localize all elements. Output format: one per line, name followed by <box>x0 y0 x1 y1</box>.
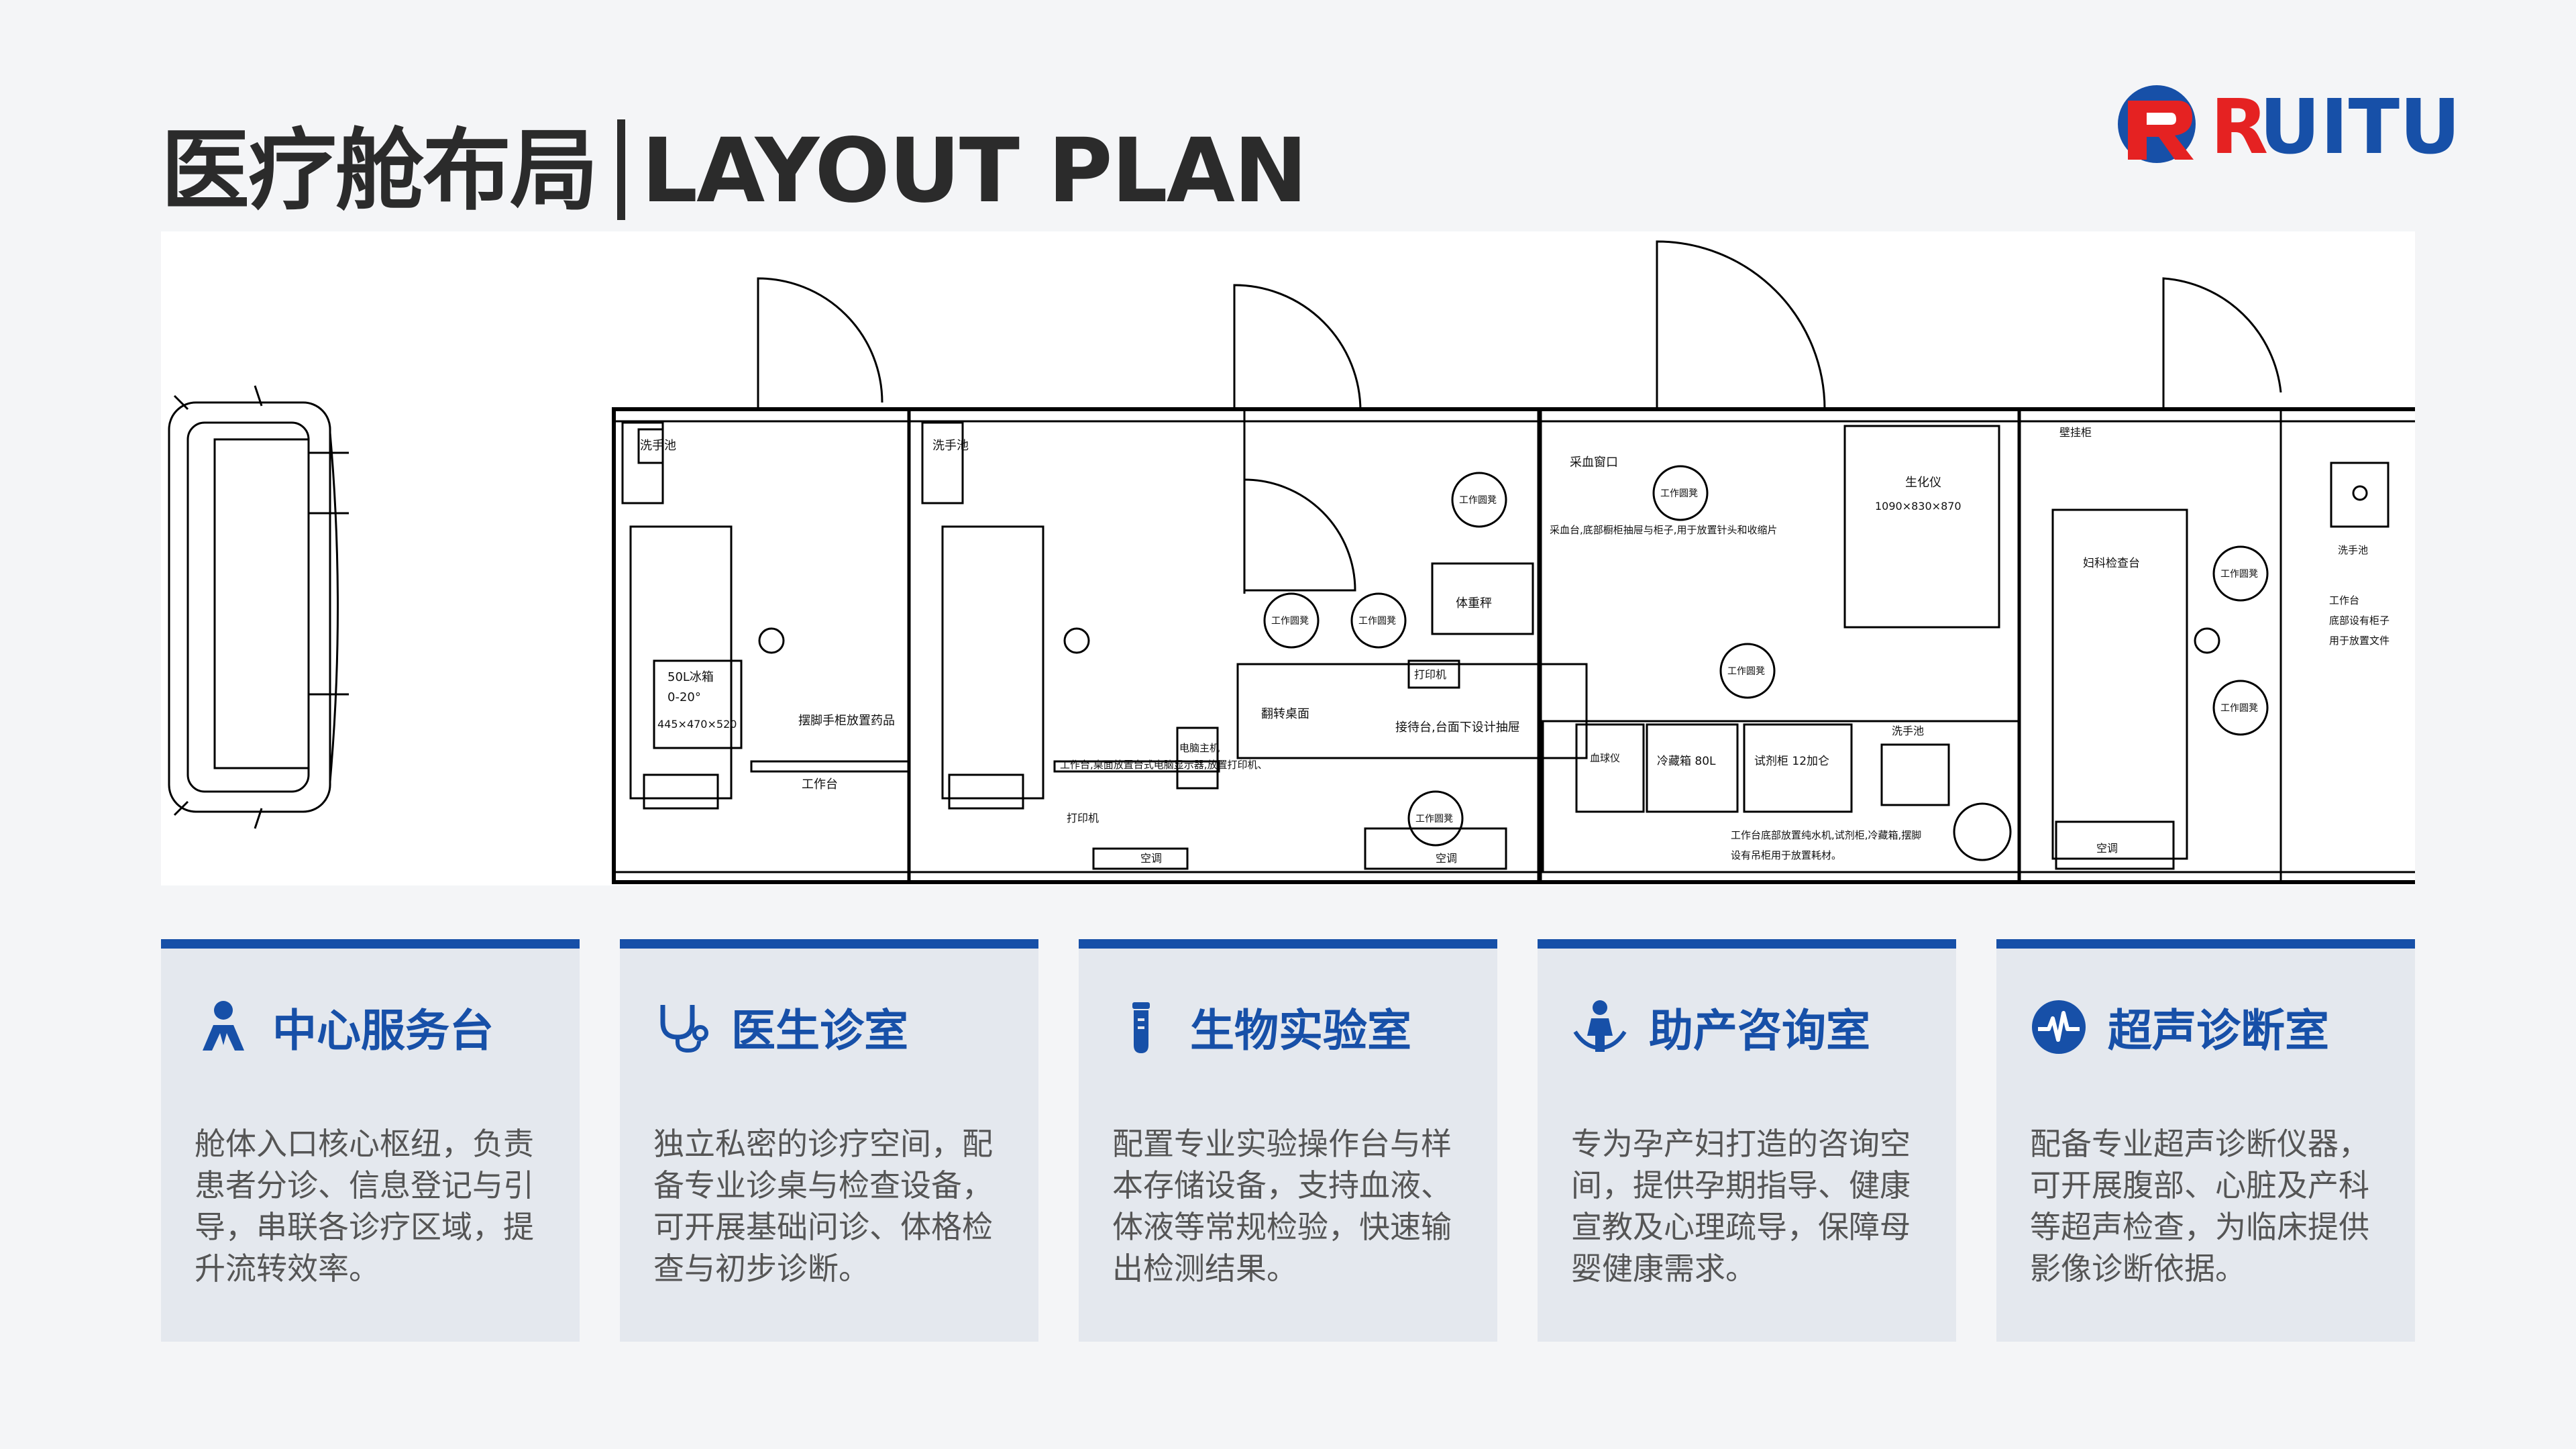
plan-label: 生化仪 <box>1905 476 1941 490</box>
plan-label: 摆脚手柜放置药品 <box>798 714 895 728</box>
card-doctor-room: 医生诊室 独立私密的诊疗空间，配备专业诊桌与检查设备，可开展基础问诊、体格检查与… <box>620 939 1038 1342</box>
logo-text-rest: UITU <box>2259 84 2461 168</box>
plan-label: 工作台 <box>2329 594 2359 606</box>
card-bio-lab: 生物实验室 配置专业实验操作台与样本存储设备，支持血液、体液等常规检验，快速输出… <box>1079 939 1497 1342</box>
plan-label: 翻转桌面 <box>1261 707 1309 721</box>
plan-label: 妇科检查台 <box>2083 557 2140 570</box>
logo-text: R <box>2210 84 2268 168</box>
plan-label: 接待台,台面下设计抽屉 <box>1395 720 1520 735</box>
card-midwife-room: 助产咨询室 专为孕产妇打造的咨询空间，提供孕期指导、健康宣教及心理疏导，保障母婴… <box>1538 939 1956 1342</box>
card-title: 生物实验室 <box>1190 1005 1411 1057</box>
card-title: 助产咨询室 <box>1649 1005 1870 1057</box>
title-en: LAYOUT PLAN <box>641 119 1307 223</box>
card-header: 助产咨询室 <box>1571 990 1870 1064</box>
ruitu-logo: R UITU <box>2113 80 2469 171</box>
card-header: 生物实验室 <box>1112 990 1411 1064</box>
room-cards: 中心服务台 舱体入口核心枢纽，负责患者分诊、信息登记与引导，串联各诊疗区域，提升… <box>161 939 2415 1342</box>
plan-label: 空调 <box>2096 842 2118 855</box>
plan-label: 工作圆凳 <box>2220 703 2258 714</box>
plan-label: 冷藏箱 80L <box>1657 755 1716 768</box>
plan-label: 工作台,桌面放置台式电脑显示器,放置打印机、 <box>1060 759 1268 771</box>
plan-label: 用于放置文件 <box>2329 635 2390 647</box>
plan-label: 工作圆凳 <box>1358 616 1396 627</box>
plan-label: 洗手池 <box>1892 724 1924 737</box>
card-ultrasound-room: 超声诊断室 配备专业超声诊断仪器，可开展腹部、心脏及产科等超声检查，为临床提供影… <box>1996 939 2415 1342</box>
plan-label: 工作台底部放置纯水机,试剂柜,冷藏箱,摆脚 <box>1731 829 1921 841</box>
card-service-desk: 中心服务台 舱体入口核心枢纽，负责患者分诊、信息登记与引导，串联各诊疗区域，提升… <box>161 939 580 1342</box>
plan-label: 打印机 <box>1067 812 1099 824</box>
plan-label: 采血台,底部橱柜抽屉与柜子,用于放置针头和收缩片 <box>1550 524 1778 536</box>
plan-label: 工作圆凳 <box>2220 569 2258 580</box>
plan-label: 工作圆凳 <box>1271 616 1309 627</box>
card-description: 舱体入口核心枢纽，负责患者分诊、信息登记与引导，串联各诊疗区域，提升流转效率。 <box>195 1126 534 1287</box>
card-description: 配置专业实验操作台与样本存储设备，支持血液、体液等常规检验，快速输出检测结果。 <box>1112 1126 1452 1287</box>
card-description: 独立私密的诊疗空间，配备专业诊桌与检查设备，可开展基础问诊、体格检查与初步诊断。 <box>653 1126 993 1287</box>
plan-label: 电脑主机 <box>1179 742 1220 754</box>
card-description: 专为孕产妇打造的咨询空间，提供孕期指导、健康宣教及心理疏导，保障母婴健康需求。 <box>1571 1126 1911 1287</box>
plan-label: 445×470×520 <box>657 718 737 731</box>
plan-label: 工作圆凳 <box>1727 666 1765 677</box>
plan-label: 血球仪 <box>1590 752 1620 764</box>
page-title: 医疗舱布局 LAYOUT PLAN <box>161 119 1307 223</box>
card-header: 中心服务台 <box>195 990 494 1064</box>
card-title: 超声诊断室 <box>2108 1005 2329 1057</box>
plan-label: 采血窗口 <box>1570 455 1618 470</box>
plan-label: 0-20° <box>667 690 701 704</box>
plan-label: 洗手池 <box>640 439 676 453</box>
plan-label: 试剂柜 12加仑 <box>1754 755 1829 768</box>
card-header: 超声诊断室 <box>2030 990 2329 1064</box>
plan-label: 工作台 <box>802 777 838 792</box>
plan-label: 工作圆凳 <box>1459 495 1497 506</box>
plan-label: 空调 <box>1436 852 1457 865</box>
pregnant-care-icon <box>1571 998 1629 1056</box>
title-separator <box>617 119 625 220</box>
plan-label: 壁挂柜 <box>2059 426 2092 439</box>
plan-label: 底部设有柜子 <box>2329 614 2390 627</box>
plan-label: 1090×830×870 <box>1875 500 1962 513</box>
plan-label: 工作圆凳 <box>1660 488 1698 499</box>
layout-plan-drawing: 洗手池 洗手池 50L冰箱 0-20° 445×470×520 工作台 摆脚手柜… <box>161 231 2415 885</box>
plan-label: 洗手池 <box>932 439 969 453</box>
plan-label: 工作圆凳 <box>1415 814 1453 824</box>
card-title: 医生诊室 <box>731 1005 908 1057</box>
card-description: 配备专业超声诊断仪器，可开展腹部、心脏及产科等超声检查，为临床提供影像诊断依据。 <box>2030 1126 2369 1287</box>
plan-label: 打印机 <box>1414 668 1446 681</box>
card-title: 中心服务台 <box>272 1005 494 1057</box>
stethoscope-icon <box>653 998 711 1056</box>
plan-label: 洗手池 <box>2338 544 2368 556</box>
plan-label: 50L冰箱 <box>667 670 714 684</box>
floor-plan-svg: 洗手池 洗手池 50L冰箱 0-20° 445×470×520 工作台 摆脚手柜… <box>168 240 2415 884</box>
plan-label: 设有吊柜用于放置耗材。 <box>1731 849 1841 861</box>
plan-label: 体重秤 <box>1456 596 1492 610</box>
test-tube-icon <box>1112 998 1170 1056</box>
person-desk-icon <box>195 998 252 1056</box>
logo-r-shape <box>2128 101 2194 160</box>
ultrasound-wave-icon <box>2030 998 2088 1056</box>
plan-label: 空调 <box>1140 852 1162 865</box>
title-cn: 医疗舱布局 <box>161 119 598 223</box>
card-header: 医生诊室 <box>653 990 908 1064</box>
